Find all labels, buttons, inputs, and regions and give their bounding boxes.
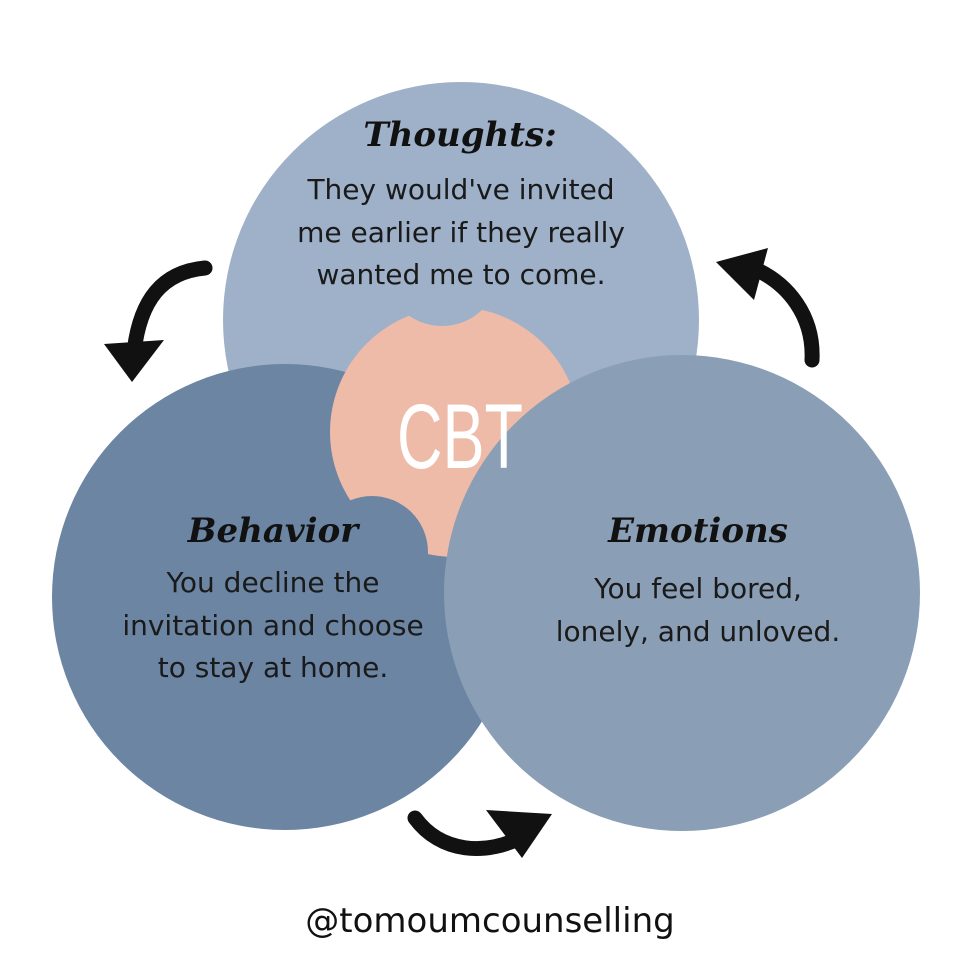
center-notch-left [316,496,428,608]
cbt-center-label: CBT [397,386,523,488]
thoughts-line-3: wanted me to come. [316,258,605,291]
behavior-line-3: to stay at home. [158,651,389,684]
curved-arrow-right-icon [407,810,552,858]
behavior-line-1: You decline the [166,566,380,599]
curved-arrow-down-left-icon [104,260,213,382]
thoughts-line-2: me earlier if they really [297,216,625,249]
social-handle: @tomoumcounselling [305,901,674,941]
thoughts-line-1: They would've invited [306,173,614,206]
thoughts-title: Thoughts: [363,115,556,155]
behavior-line-2: invitation and choose [122,609,423,642]
emotions-circle [444,355,920,831]
behavior-title: Behavior [187,511,360,551]
curved-arrow-up-left-icon [716,248,820,368]
emotions-line-2: lonely, and unloved. [556,615,840,648]
center-notch-top [384,210,500,326]
emotions-title: Emotions [607,511,788,551]
emotions-line-1: You feel bored, [593,572,802,605]
